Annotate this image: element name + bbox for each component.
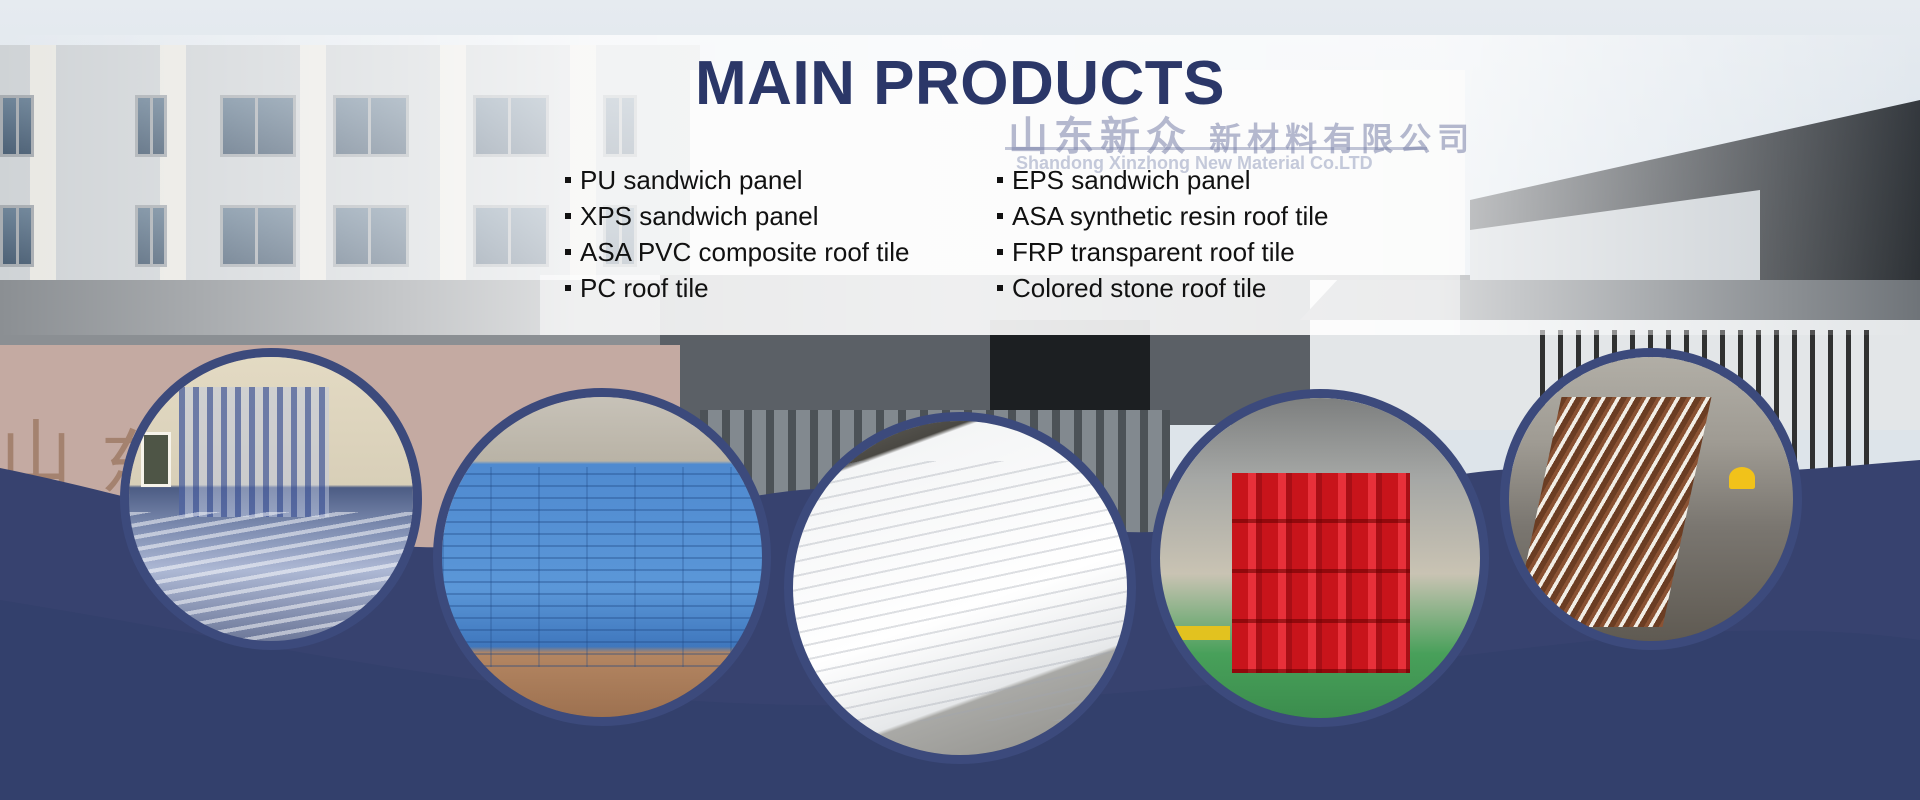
bullet-icon [565,177,571,184]
pu-brown-panel-photo[interactable] [1500,348,1802,650]
company-sign-en: Shandong Xinzhong New Material Co.LTD [1016,153,1373,173]
section-title: MAIN PRODUCTS [694,49,1226,118]
product-item: ASA PVC composite roof tile [565,234,909,270]
bullet-icon [997,249,1003,256]
product-label: FRP transparent roof tile [1012,237,1295,267]
product-item: Colored stone roof tile [997,270,1328,306]
product-label: PC roof tile [580,273,709,303]
white-overlay-strip [540,275,1460,335]
product-label: Colored stone roof tile [1012,273,1267,303]
company-sign-cn-part2: 新材料有限公司 [1209,120,1476,158]
bullet-icon [565,285,571,292]
bullet-icon [997,213,1003,220]
product-label: PU sandwich panel [580,165,803,195]
product-item: PC roof tile [565,270,909,306]
product-label: EPS sandwich panel [1012,165,1251,195]
product-list-left: PU sandwich panel XPS sandwich panel ASA… [565,162,909,306]
factory-door [990,320,1150,415]
product-item: EPS sandwich panel [997,162,1328,198]
bullet-icon [565,213,571,220]
product-item: XPS sandwich panel [565,198,909,234]
wave-front [0,600,1920,800]
product-label: ASA synthetic resin roof tile [1012,201,1329,231]
product-label: XPS sandwich panel [580,201,819,231]
xps-blue-board-photo[interactable] [433,388,771,726]
product-list-right: EPS sandwich panel ASA synthetic resin r… [997,162,1328,306]
bullet-icon [565,249,571,256]
company-sign-underline [1005,147,1427,150]
product-item: FRP transparent roof tile [997,234,1328,270]
bullet-icon [997,285,1003,292]
product-item: ASA synthetic resin roof tile [997,198,1328,234]
eps-white-panel-photo[interactable] [784,412,1136,764]
company-sign-cn: 山东新众 新材料有限公司 [1008,104,1475,162]
frp-transparent-tile-photo[interactable] [120,348,422,650]
product-item: PU sandwich panel [565,162,909,198]
company-sign-cn-part1: 山东新众 [1008,113,1192,160]
red-resin-tile-photo[interactable] [1151,389,1489,727]
bullet-icon [997,177,1003,184]
product-label: ASA PVC composite roof tile [580,237,910,267]
